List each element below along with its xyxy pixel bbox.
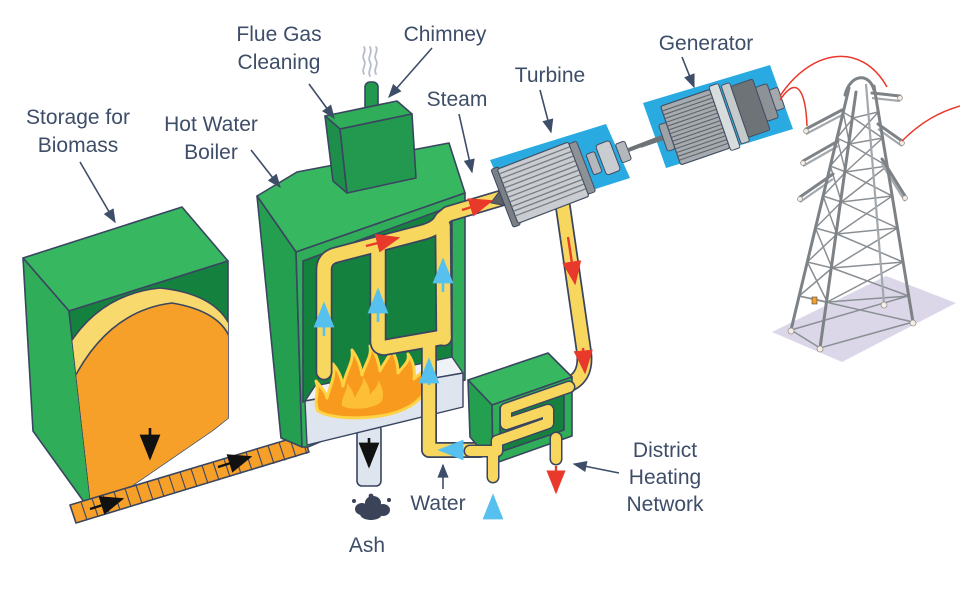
smoke-icon (362, 46, 378, 77)
insulator-dots (787, 95, 917, 353)
steam-down-arrow-2 (573, 347, 593, 375)
conveyor-belt (69, 434, 310, 524)
generator-label: Generator (659, 32, 754, 55)
hx-serpentine-pipe (465, 382, 574, 456)
boiler-label-line1: Hot Water (164, 113, 258, 136)
chimney-label: Chimney (404, 23, 487, 46)
storage-label-line2: Biomass (38, 134, 119, 157)
labels: Storage for Biomass Hot Water Boiler Flu… (26, 23, 753, 557)
flow-arrows (313, 198, 593, 520)
boiler-middle-pipe (371, 241, 451, 355)
district-network-legs (488, 433, 561, 482)
storage-label-line1: Storage for (26, 106, 130, 129)
district-label-line3: Network (626, 493, 704, 516)
turbine-leader-arrow (539, 89, 554, 134)
flue-gas-cleaning-unit (324, 100, 417, 194)
chimney-leader-arrow (388, 47, 433, 99)
steam-down-arrow-1 (562, 236, 582, 286)
conveyor-flow-arrow-2 (217, 454, 253, 473)
flue-front-face (339, 113, 417, 194)
steam-label: Steam (427, 88, 488, 111)
district-leader-arrow (572, 460, 620, 474)
boiler-leader-arrow (250, 149, 281, 189)
district-label-line2: Heating (629, 466, 701, 489)
steam-flow-arrow-top (365, 233, 401, 253)
turbine-machine (489, 127, 683, 228)
flue-label-line2: Cleaning (238, 51, 321, 74)
ash-label: Ash (349, 534, 385, 557)
tower-warning-sign (811, 296, 818, 305)
ash-pile-icon (352, 493, 391, 520)
steam-flow-arrow-out (461, 198, 494, 217)
district-label-line1: District (633, 439, 697, 462)
boiler-label-line2: Boiler (184, 141, 238, 164)
flue-leader-arrow (308, 83, 335, 120)
storage-leader-arrow (79, 161, 116, 224)
transmission-tower (772, 76, 956, 362)
generator-machine (639, 78, 785, 165)
leader-arrows (79, 47, 695, 489)
conveyor-flow-arrow-1 (89, 496, 125, 515)
power-wires (779, 55, 960, 142)
flue-label-line1: Flue Gas (236, 23, 321, 46)
steam-leader-arrow (458, 113, 475, 174)
turbine-label: Turbine (515, 64, 585, 87)
water-label: Water (410, 492, 465, 515)
generator-leader-arrow (681, 56, 695, 89)
